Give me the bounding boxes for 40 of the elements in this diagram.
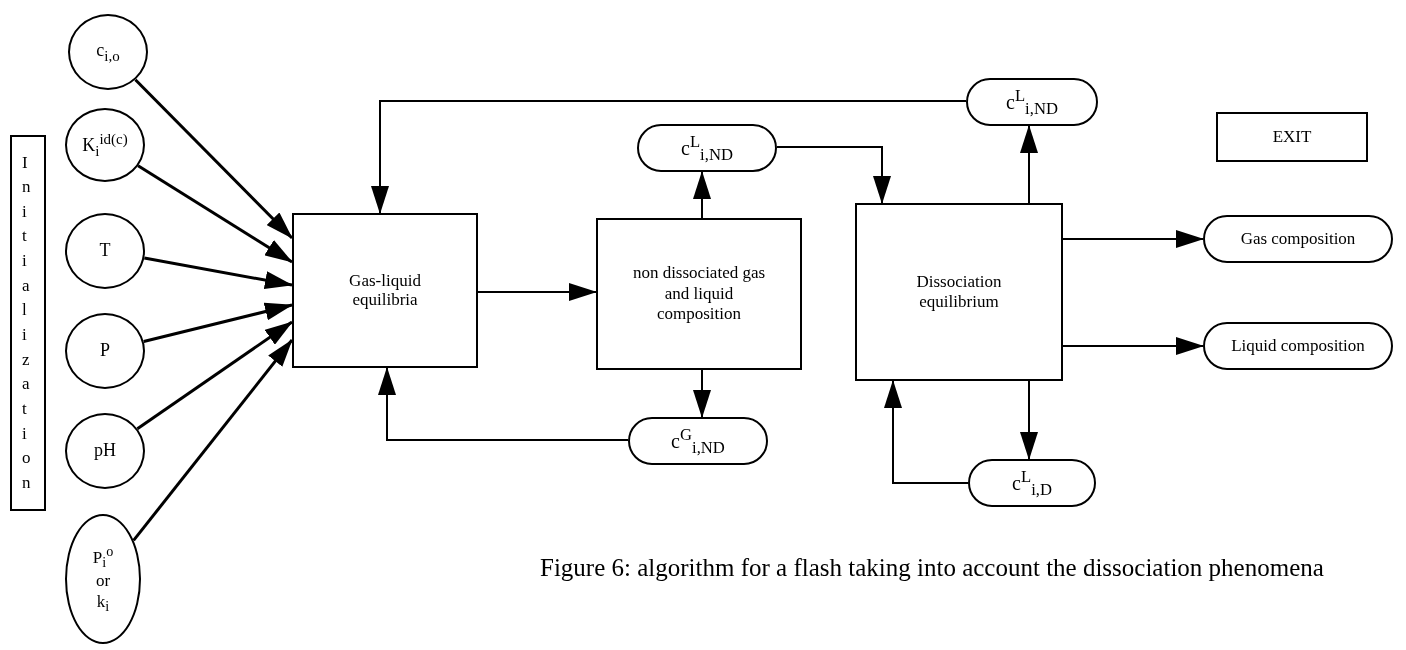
node-label: c$_{i,o}$ <box>96 39 120 65</box>
arrow <box>776 146 891 204</box>
output-pill <box>966 78 1098 126</box>
node-label: Gas-liquid equilibria <box>348 271 422 310</box>
output-pill <box>637 124 777 172</box>
arrow <box>132 339 294 542</box>
arrow <box>693 171 711 219</box>
process-box <box>596 218 802 370</box>
vertical-label: Initialization <box>21 151 40 494</box>
node-label: Dissociation equilibrium <box>915 271 1003 313</box>
process-box <box>855 203 1063 381</box>
arrow <box>137 164 293 264</box>
initialization-box <box>10 135 46 511</box>
output-pill <box>968 459 1096 507</box>
node-label: pH <box>94 440 116 462</box>
arrow <box>144 256 293 289</box>
process-box <box>292 213 478 368</box>
figure-caption: Figure 6: algorithm for a flash taking into account the dissociation phenomena <box>540 554 1324 582</box>
node-label: P <box>100 340 110 362</box>
arrow <box>378 367 629 441</box>
node-label: T <box>99 240 111 262</box>
node-label: Gas composition <box>1240 228 1356 250</box>
output-pill <box>628 417 768 465</box>
arrow <box>693 369 711 418</box>
node-label: non dissociated gas and liquid composition <box>631 263 767 325</box>
arrow <box>884 380 969 484</box>
node-label: Liquid composition <box>1231 335 1365 357</box>
node-label: EXIT <box>1272 126 1312 148</box>
arrow <box>136 320 293 430</box>
arrow <box>134 78 294 240</box>
arrow <box>1062 230 1204 248</box>
arrow <box>371 100 967 214</box>
arrow <box>1062 337 1204 355</box>
arrow <box>1020 125 1038 204</box>
arrow <box>1020 380 1038 460</box>
arrow <box>477 283 597 301</box>
output-pill <box>1203 215 1393 263</box>
exit-box <box>1216 112 1368 162</box>
output-pill <box>1203 322 1393 370</box>
arrow <box>143 302 293 343</box>
